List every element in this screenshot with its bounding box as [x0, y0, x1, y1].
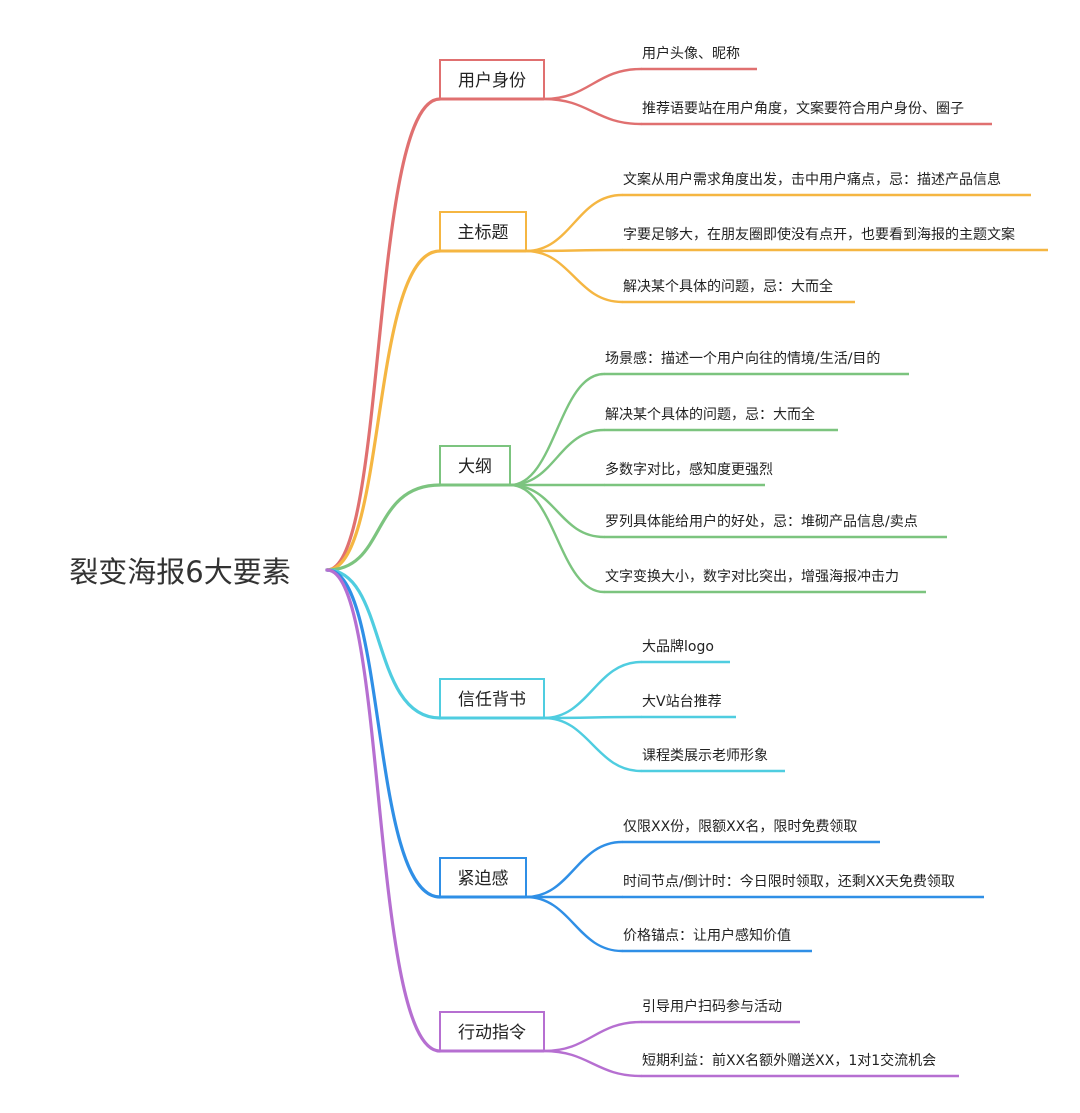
category-label: 用户身份	[458, 71, 526, 91]
leaf-item[interactable]: 字要足够大，在朋友圈即使没有点开，也要看到海报的主题文案	[524, 226, 1048, 253]
leaf-item[interactable]: 价格锚点：让用户感知价值	[524, 895, 812, 953]
leaf-label: 大V站台推荐	[642, 694, 722, 710]
leaf-connector	[508, 483, 606, 594]
category-label: 主标题	[458, 223, 509, 243]
leaf-label: 多数字对比，感知度更强烈	[605, 461, 773, 478]
leaf-item[interactable]: 文案从用户需求角度出发，击中用户痛点，忌：描述产品信息	[524, 171, 1031, 253]
leaf-connector	[542, 660, 643, 720]
leaf-item[interactable]: 引导用户扫码参与活动	[542, 998, 800, 1053]
leaf-label: 解决某个具体的问题，忌：大而全	[623, 278, 833, 295]
category-label: 行动指令	[458, 1023, 526, 1043]
category-box[interactable]	[439, 211, 527, 252]
leaf-item[interactable]: 大品牌logo	[542, 638, 730, 720]
category-box[interactable]	[439, 59, 545, 100]
leaf-label: 价格锚点：让用户感知价值	[623, 927, 791, 944]
leaf-item[interactable]: 多数字对比，感知度更强烈	[508, 461, 773, 487]
branch-outline[interactable]: 大纲	[439, 445, 511, 487]
connector-main-title	[325, 249, 442, 572]
leaf-item[interactable]: 罗列具体能给用户的好处，忌：堆砌产品信息/卖点	[508, 483, 947, 539]
category-box[interactable]	[439, 1011, 545, 1052]
branch-trust[interactable]: 信任背书	[439, 678, 545, 720]
leaf-label: 字要足够大，在朋友圈即使没有点开，也要看到海报的主题文案	[623, 226, 1015, 243]
leaf-connector	[524, 249, 624, 304]
leaf-label: 罗列具体能给用户的好处，忌：堆砌产品信息/卖点	[605, 513, 918, 530]
leaf-label: 场景感：描述一个用户向往的情境/生活/目的	[605, 350, 880, 367]
leaf-label: 解决某个具体的问题，忌：大而全	[605, 406, 815, 423]
connector-layer	[325, 97, 442, 1053]
leaf-connector	[524, 895, 624, 953]
category-box[interactable]	[439, 678, 545, 719]
leaf-item[interactable]: 推荐语要站在用户角度，文案要符合用户身份、圈子	[542, 97, 992, 126]
leaf-connector	[542, 715, 643, 720]
leaf-item[interactable]: 仅限XX份，限额XX名，限时免费领取	[524, 819, 880, 899]
leaf-item[interactable]: 场景感：描述一个用户向往的情境/生活/目的	[508, 350, 909, 487]
leaf-item[interactable]: 解决某个具体的问题，忌：大而全	[508, 406, 838, 487]
branch-main-title[interactable]: 主标题	[439, 211, 527, 253]
leaf-connector	[508, 483, 606, 539]
category-label: 大纲	[458, 457, 492, 477]
root-title[interactable]: 裂变海报6大要素	[69, 555, 290, 589]
leaf-label: 文字变换大小，数字对比突出，增强海报冲击力	[605, 568, 899, 585]
category-box[interactable]	[439, 857, 527, 898]
leaf-connector	[542, 1049, 643, 1078]
leaf-label: 文案从用户需求角度出发，击中用户痛点，忌：描述产品信息	[623, 171, 1001, 188]
branch-user-identity[interactable]: 用户身份	[439, 59, 545, 101]
leaf-label: 用户头像、昵称	[642, 45, 740, 62]
leaf-label: 仅限XX份，限额XX名，限时免费领取	[623, 819, 857, 835]
branch-urgency[interactable]: 紧迫感	[439, 857, 527, 899]
leaf-label: 课程类展示老师形象	[642, 748, 768, 764]
connector-urgency	[325, 568, 442, 899]
leaf-connector	[542, 1020, 643, 1053]
leaf-connector	[524, 193, 624, 253]
leaf-item[interactable]: 解决某个具体的问题，忌：大而全	[524, 249, 855, 304]
leaf-label: 引导用户扫码参与活动	[642, 998, 782, 1015]
leaf-label: 短期利益：前XX名额外赠送XX，1对1交流机会	[642, 1052, 936, 1069]
connector-outline	[325, 483, 442, 572]
leaf-item[interactable]: 短期利益：前XX名额外赠送XX，1对1交流机会	[542, 1049, 959, 1078]
connector-user-identity	[325, 97, 442, 572]
connector-trust	[325, 568, 442, 720]
leaf-item[interactable]: 时间节点/倒计时：今日限时领取，还剩XX天免费领取	[524, 874, 984, 899]
leaf-label: 时间节点/倒计时：今日限时领取，还剩XX天免费领取	[623, 874, 955, 890]
leaf-connector	[508, 372, 606, 487]
branch-call-to-action[interactable]: 行动指令	[439, 1011, 545, 1053]
leaf-item[interactable]: 大V站台推荐	[542, 694, 736, 720]
leaf-label: 大品牌logo	[642, 638, 714, 655]
leaf-connector	[542, 97, 643, 126]
leaf-connector	[542, 67, 643, 101]
category-label: 紧迫感	[458, 869, 509, 889]
leaf-item[interactable]: 用户头像、昵称	[542, 45, 757, 101]
leaf-connector	[524, 248, 624, 253]
leaf-connector	[508, 428, 606, 487]
leaf-item[interactable]: 文字变换大小，数字对比突出，增强海报冲击力	[508, 483, 926, 594]
connector-call-to-action	[325, 568, 442, 1053]
category-box[interactable]	[439, 445, 511, 486]
category-label: 信任背书	[458, 690, 526, 710]
leaf-connector	[524, 840, 624, 899]
leaf-label: 推荐语要站在用户角度，文案要符合用户身份、圈子	[642, 100, 964, 117]
leaf-item[interactable]: 课程类展示老师形象	[542, 716, 785, 773]
leaf-connector	[542, 716, 643, 773]
